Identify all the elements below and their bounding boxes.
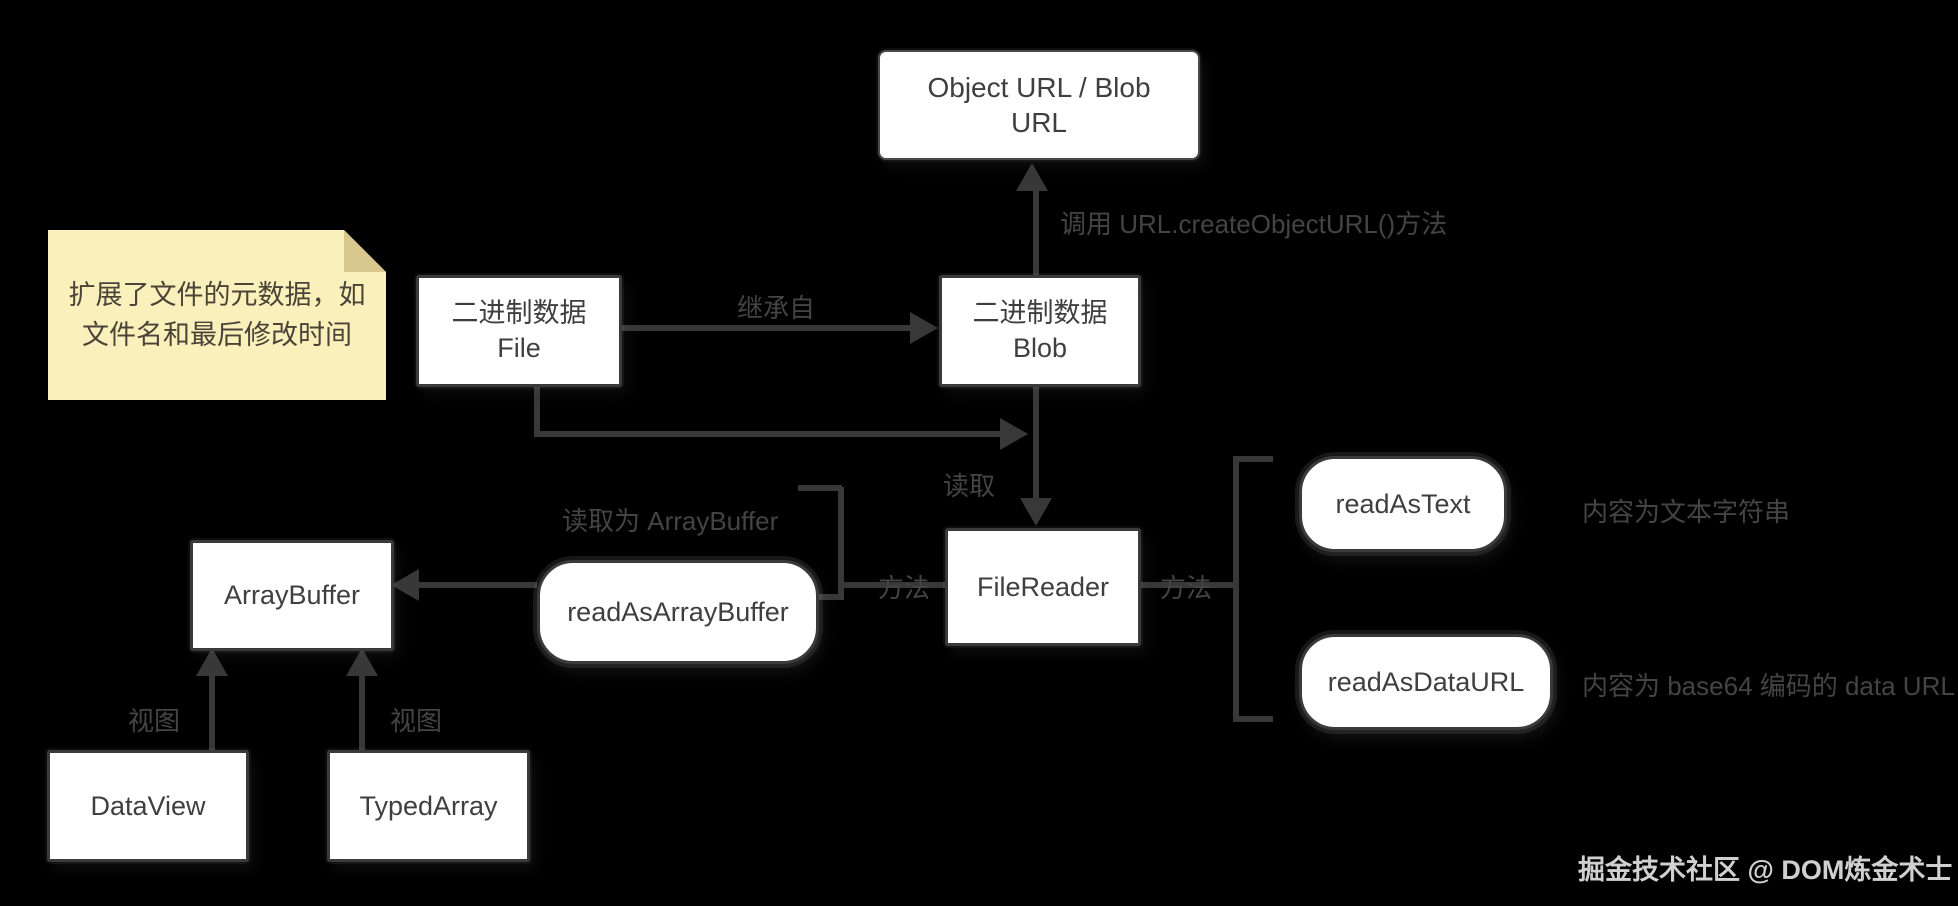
arrowhead-up-from-dataview (196, 648, 228, 676)
node-file-line1: 二进制数据 (451, 298, 587, 328)
edge-label-view-right: 视图 (390, 706, 443, 736)
node-dataview: DataView (47, 750, 249, 862)
arrowhead-left-to-arraybuffer (391, 569, 419, 601)
edge-filereader-left-stub (842, 582, 945, 588)
edge-label-read: 读取 (943, 471, 996, 501)
node-read-as-text-label: readAsText (1335, 488, 1471, 519)
edge-pill-to-arraybuffer (418, 582, 537, 588)
node-file: 二进制数据 File (416, 275, 622, 387)
edge-file-down (534, 381, 540, 437)
bracket-right-top-hook (1239, 456, 1273, 462)
node-typedarray: TypedArray (327, 750, 530, 862)
edge-blob-to-object-url (1033, 188, 1039, 277)
node-blob-line2: Blob (1012, 333, 1068, 363)
node-object-url: Object URL / Blob URL (878, 50, 1200, 160)
node-arraybuffer: ArrayBuffer (190, 540, 394, 651)
edge-label-view-left: 视图 (128, 706, 181, 736)
sticky-note-line2: 文件名和最后修改时间 (82, 320, 352, 350)
edge-typedarray-to-arraybuffer (359, 673, 365, 750)
edge-label-to-arraybuffer: 读取为 ArrayBuffer (562, 506, 779, 536)
edge-label-create-object-url: 调用 URL.createObjectURL()方法 (1060, 209, 1448, 239)
node-read-as-dataurl-label: readAsDataURL (1327, 666, 1525, 697)
edge-label-inherit: 继承自 (737, 293, 816, 323)
node-arraybuffer-label: ArrayBuffer (223, 580, 361, 610)
node-blob: 二进制数据 Blob (939, 275, 1141, 387)
edge-label-text-result: 内容为文本字符串 (1582, 497, 1791, 527)
node-dataview-label: DataView (90, 790, 206, 821)
node-file-line2: File (497, 333, 541, 363)
edge-label-method-left: 方法 (878, 573, 931, 603)
node-read-as-text: readAsText (1299, 456, 1507, 552)
bracket-left-bottom-hook (810, 594, 842, 600)
arrowhead-up-from-typedarray (346, 648, 378, 676)
edge-dataview-to-arraybuffer (209, 673, 215, 750)
node-object-url-label: Object URL / Blob URL (927, 72, 1151, 138)
edge-label-dataurl-result: 内容为 base64 编码的 data URL (1582, 671, 1955, 701)
sticky-note-fold-corner (344, 230, 386, 272)
arrowhead-down-to-filereader (1020, 498, 1052, 526)
node-filereader: FileReader (945, 528, 1141, 646)
node-blob-line1: 二进制数据 (972, 298, 1108, 328)
bracket-right-vertical (1233, 456, 1239, 722)
arrowhead-right-to-read-line (1000, 418, 1028, 450)
sticky-note-file-metadata: 扩展了文件的元数据，如 文件名和最后修改时间 (48, 230, 386, 400)
edge-blob-to-filereader (1033, 381, 1039, 498)
sticky-note-line1: 扩展了文件的元数据，如 (68, 280, 366, 310)
node-typedarray-label: TypedArray (359, 790, 498, 821)
edge-filereader-right-stub (1135, 582, 1235, 588)
edge-file-to-blob (616, 325, 922, 331)
node-filereader-label: FileReader (976, 571, 1110, 602)
node-read-as-arraybuffer: readAsArrayBuffer (537, 560, 819, 664)
arrowhead-right-to-blob (910, 312, 938, 344)
node-read-as-dataurl: readAsDataURL (1299, 634, 1553, 730)
watermark-text: 掘金技术社区 @ DOM炼金术士 (1578, 855, 1953, 885)
arrowhead-up-to-object-url (1016, 163, 1048, 191)
bracket-left-vertical (838, 487, 844, 600)
edge-file-right (534, 431, 1006, 437)
node-read-as-arraybuffer-label: readAsArrayBuffer (567, 596, 789, 627)
bracket-right-bottom-hook (1239, 716, 1273, 722)
bracket-left-top-hook (798, 485, 842, 491)
edge-label-method-right: 方法 (1160, 573, 1213, 603)
